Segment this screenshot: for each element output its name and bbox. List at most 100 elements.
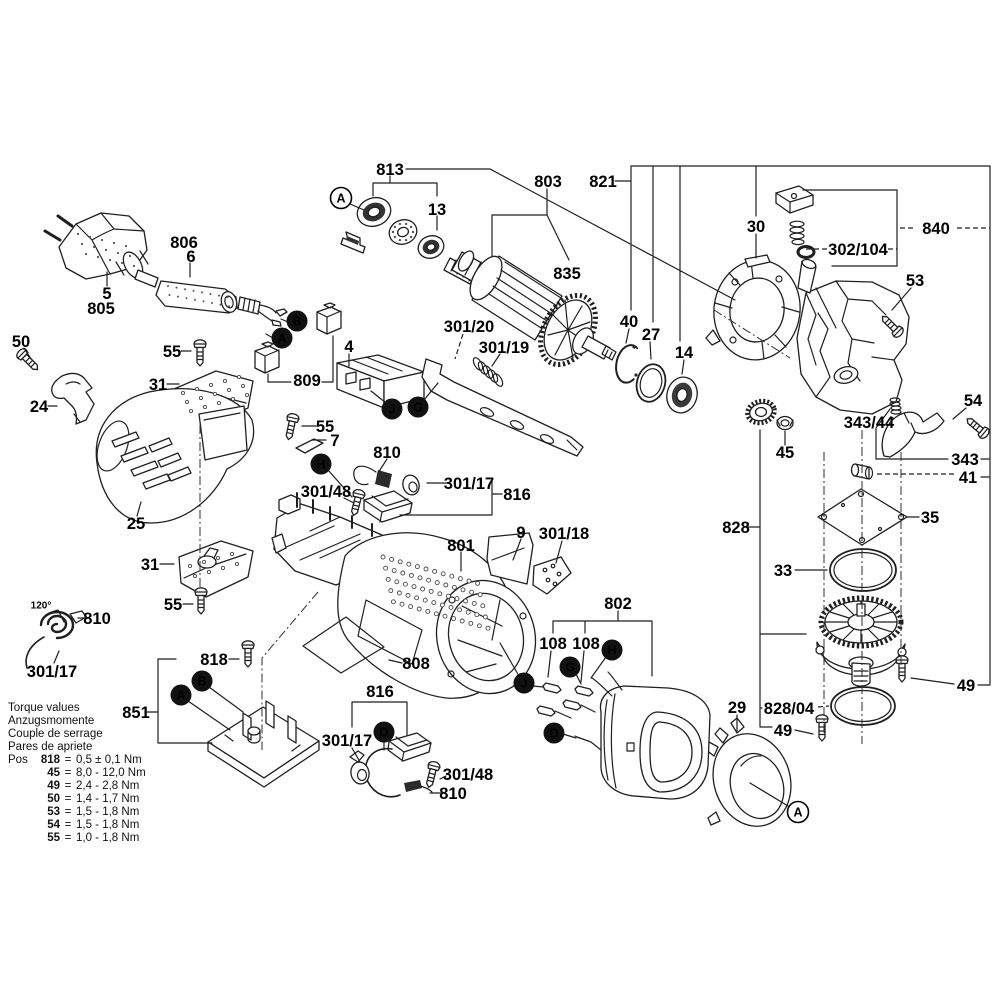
part-screw-55-mid-left (194, 587, 208, 615)
part-label-45: 45 (776, 444, 794, 462)
part-label-301-18: 301/18 (539, 525, 589, 543)
marker-J-coil: J (513, 672, 535, 694)
part-label-802: 802 (604, 595, 632, 613)
part-label-803: 803 (534, 173, 562, 191)
part-label-31-1: 31 (149, 376, 167, 394)
part-nameplate-808 (302, 616, 385, 674)
marker-B-base: B (191, 670, 213, 692)
svg-text:A: A (793, 806, 802, 820)
part-motor-housing-801 (271, 492, 537, 699)
marker-B-cord: B (286, 310, 308, 332)
part-label-828: 828 (722, 519, 750, 537)
part-label-810-1: 810 (83, 610, 111, 628)
part-screw-54 (962, 413, 992, 441)
part-label-301-17-1: 301/17 (27, 663, 77, 681)
part-label-816-1: 816 (503, 486, 531, 504)
part-label-808: 808 (402, 655, 430, 673)
part-screw-55-mid (281, 411, 301, 442)
torque-row-1: 45=8,0 - 12,0 Nm (47, 767, 146, 779)
leader-lines (23, 165, 991, 807)
part-label-6: 6 (186, 248, 195, 266)
marker-A-cover: A (786, 800, 810, 824)
part-bevel-gear-assembly (815, 595, 907, 687)
part-o-ring-82804 (830, 686, 896, 726)
svg-text:G: G (565, 661, 575, 675)
part-screw-30148-bottom (422, 759, 442, 790)
part-power-cord-plug (43, 212, 159, 288)
part-label-840: 840 (922, 220, 950, 238)
part-label-25: 25 (127, 515, 145, 533)
part-label-818: 818 (200, 651, 228, 669)
part-label-55-3: 55 (316, 418, 334, 436)
part-brush-holder-bottom-816 (349, 732, 433, 798)
marker-H-brush: H (310, 453, 332, 475)
svg-text:H: H (316, 458, 325, 472)
part-label-7: 7 (330, 432, 339, 450)
part-label-35: 35 (921, 509, 939, 527)
part-locking-lever-30120 (421, 358, 584, 457)
svg-text:J: J (521, 677, 528, 691)
part-label-302-104: 302/104 (828, 241, 888, 259)
part-label-27: 27 (642, 326, 660, 344)
part-label-55-2: 55 (164, 596, 182, 614)
part-label-5: 5 (102, 285, 111, 303)
part-label-301-48-2: 301/48 (443, 766, 493, 784)
marker-H-coil: H (601, 639, 623, 661)
part-coiled-cable-810 (25, 609, 87, 669)
part-label-sheet-9 (486, 532, 534, 585)
part-bearing-cover-29 (704, 717, 792, 827)
torque-row-2: 49=2,4 - 2,8 Nm (47, 780, 140, 792)
svg-text:H: H (607, 644, 616, 658)
part-cord-end-terminals (237, 296, 288, 327)
part-ring-27 (635, 363, 667, 403)
part-lever-set-34344 (881, 397, 945, 458)
part-label-301-19: 301/19 (479, 339, 529, 357)
part-cover-plate-31-bottom (178, 540, 254, 598)
part-housing-cover-25 (95, 388, 255, 524)
part-snap-ring-40 (615, 344, 639, 384)
torque-row-4: 53=1,5 - 1,8 Nm (47, 806, 140, 818)
part-label-828-04: 828/04 (764, 700, 815, 718)
marker-A-base: A (170, 684, 192, 706)
part-screw-818 (241, 640, 255, 668)
part-o-ring-33 (829, 548, 897, 592)
part-screw-49-right (895, 655, 909, 683)
svg-text:G: G (413, 401, 423, 415)
part-label-816-2: 816 (366, 683, 394, 701)
part-label-24: 24 (30, 398, 49, 416)
part-field-coil-802 (591, 671, 711, 800)
marker-A-cord: A (271, 327, 293, 349)
part-label-343-44: 343/44 (844, 414, 895, 432)
part-pinion-45 (745, 398, 794, 431)
part-label-801: 801 (447, 537, 475, 555)
part-label-835: 835 (553, 265, 581, 283)
svg-text:A: A (277, 332, 286, 346)
part-label-49-2: 49 (774, 722, 792, 740)
marker-G-switch: G (407, 396, 429, 418)
part-label-30: 30 (747, 218, 765, 236)
part-label-4: 4 (344, 338, 354, 356)
part-label-41: 41 (959, 469, 977, 487)
torque-row-6: 55=1,0 - 1,8 Nm (47, 832, 140, 844)
svg-text:D: D (379, 726, 388, 740)
part-label-805: 805 (87, 300, 115, 318)
part-label-301-17-2: 301/17 (444, 475, 494, 493)
part-label-13: 13 (428, 201, 446, 219)
part-lock-button-840 (775, 185, 814, 214)
torque-row-3: 50=1,4 - 1,7 Nm (47, 793, 140, 805)
svg-text:B: B (197, 675, 206, 689)
svg-text:B: B (292, 315, 301, 329)
part-label-810-2: 810 (373, 444, 401, 462)
torque-heading-3: Pares de apriete (8, 741, 93, 753)
part-label-851: 851 (122, 704, 150, 722)
part-support-bracket-24 (51, 372, 95, 425)
part-label-810-3: 810 (439, 785, 467, 803)
part-spring-30119 (472, 357, 504, 387)
svg-text:A: A (176, 689, 185, 703)
part-brush-holder-top-816 (353, 465, 420, 523)
part-label-821: 821 (589, 173, 617, 191)
perforation-dots (76, 222, 491, 631)
